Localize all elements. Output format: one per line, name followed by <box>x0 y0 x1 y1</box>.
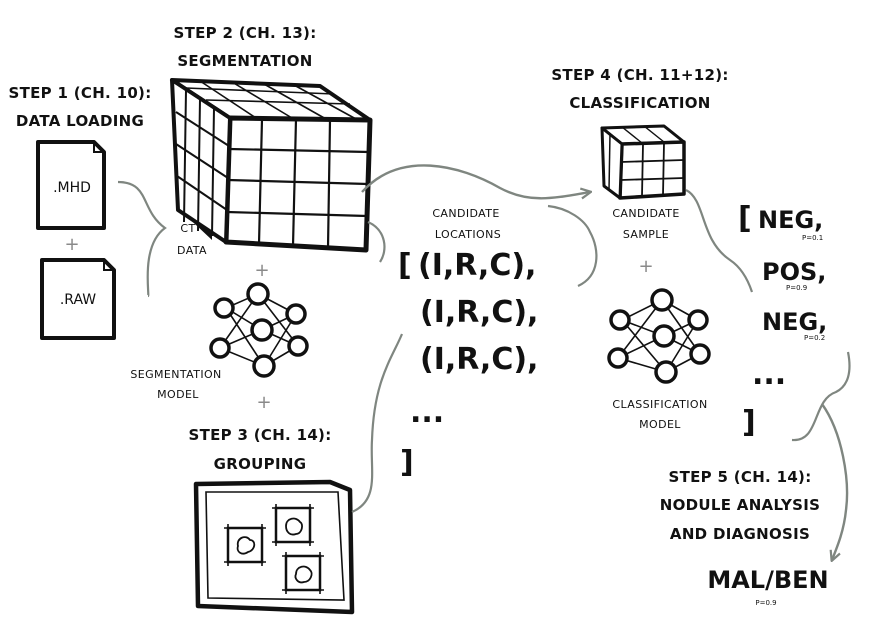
candidate-locations-label-1: CANDIDATE <box>432 207 499 220</box>
candidate-location-item: (I,R,C), <box>420 342 538 377</box>
grouping-connector <box>351 333 404 514</box>
candidate-locations-label-2: LOCATIONS <box>435 228 501 241</box>
candidates-to-classification-connector <box>547 204 598 288</box>
classification-output-item: NEG, <box>762 308 827 336</box>
candidate-sample-cube-icon <box>600 124 686 200</box>
output-to-diagnosis-arrow <box>821 403 849 560</box>
step1-label: STEP 1 (CH. 10): DATA LOADING <box>8 84 151 130</box>
diagnosis-probability: P=0.9 <box>755 599 776 607</box>
ct-volume-cube-icon <box>170 78 373 253</box>
step2-subtitle: SEGMENTATION <box>177 52 312 70</box>
classification-output-item: POS, <box>762 258 826 286</box>
candidate-sample-label-1: CANDIDATE <box>612 207 679 220</box>
segmentation-model-label-1: SEGMENTATION <box>130 368 221 381</box>
step5-subtitle-2: AND DIAGNOSIS <box>670 525 810 543</box>
raw-file-label: .RAW <box>60 292 96 308</box>
step5-label: STEP 5 (CH. 14): NODULE ANALYSIS AND DIA… <box>660 468 821 543</box>
segmentation-to-classification-arrow <box>361 164 590 200</box>
step3-subtitle: GROUPING <box>214 455 307 473</box>
ct-data-label-1: CT <box>180 222 195 235</box>
grouping-box-icon <box>193 479 355 615</box>
step5-subtitle: NODULE ANALYSIS <box>660 496 821 514</box>
classification-output-close-bracket: ] <box>742 405 756 440</box>
candidate-location-item: (I,R,C), <box>420 295 538 330</box>
segmentation-network-icon <box>209 282 309 378</box>
plus-icon: + <box>64 234 79 255</box>
diagnosis-label: MAL/BEN <box>707 566 828 594</box>
step3-title: STEP 3 (CH. 14): <box>188 426 331 444</box>
step1-title: STEP 1 (CH. 10): <box>8 84 151 102</box>
classification-output-probability: P=0.9 <box>786 284 807 292</box>
step1-subtitle: DATA LOADING <box>16 112 144 130</box>
raw-file-icon: .RAW <box>40 258 116 340</box>
candidate-location-item: (I,R,C), <box>418 248 536 283</box>
step4-subtitle: CLASSIFICATION <box>569 94 710 112</box>
classification-output-ellipsis: ... <box>752 357 786 392</box>
candidate-list-ellipsis: ... <box>410 395 444 430</box>
classification-model-label-2: MODEL <box>639 418 681 431</box>
step2-label: STEP 2 (CH. 13): SEGMENTATION <box>173 24 316 70</box>
step4-title: STEP 4 (CH. 11+12): <box>551 66 728 84</box>
candidate-list-close-bracket: ] <box>400 445 414 480</box>
ct-data-label-2: DATA <box>177 244 207 257</box>
classification-network-icon <box>607 288 711 384</box>
candidate-sample-label-2: SAMPLE <box>623 228 669 241</box>
mhd-file-icon: .MHD <box>36 140 106 230</box>
mhd-file-label: .MHD <box>53 180 91 196</box>
output-bracket-connector <box>791 351 851 442</box>
candidate-list-open-bracket: [ <box>398 248 412 283</box>
step4-label: STEP 4 (CH. 11+12): CLASSIFICATION <box>551 66 728 112</box>
sample-to-output-connector <box>685 189 754 293</box>
classification-output-probability: P=0.1 <box>802 234 823 242</box>
segmentation-to-candidates-connector <box>367 220 386 263</box>
classification-output-open-bracket: [ <box>738 201 752 236</box>
classification-output-probability: P=0.2 <box>804 334 825 342</box>
plus-icon: + <box>638 256 653 277</box>
plus-icon: + <box>256 392 271 413</box>
step2-title: STEP 2 (CH. 13): <box>173 24 316 42</box>
step5-title: STEP 5 (CH. 14): <box>668 468 811 486</box>
classification-output-item: NEG, <box>758 206 823 234</box>
segmentation-model-label-2: MODEL <box>157 388 199 401</box>
plus-icon: + <box>254 260 269 281</box>
classification-model-label-1: CLASSIFICATION <box>612 398 707 411</box>
step3-label: STEP 3 (CH. 14): GROUPING <box>188 426 331 473</box>
files-join-connector <box>117 180 167 298</box>
